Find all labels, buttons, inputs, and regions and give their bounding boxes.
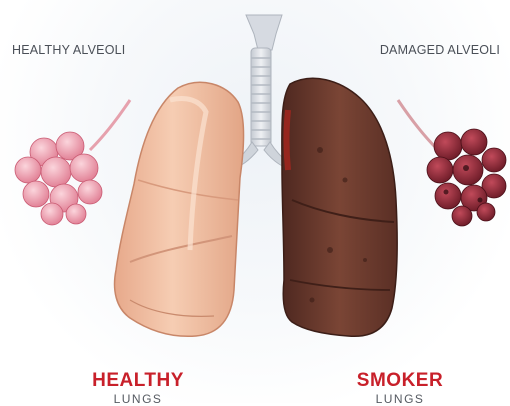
smoker-title: SMOKER [330, 370, 470, 392]
smoker-subtitle: LUNGS [330, 392, 470, 406]
healthy-title: HEALTHY [68, 370, 208, 392]
damaged-alveoli-label: DAMAGED ALVEOLI [380, 43, 500, 57]
healthy-alveoli-cluster [15, 100, 130, 225]
healthy-alveoli-label: HEALTHY ALVEOLI [12, 43, 125, 57]
damaged-alveoli-cluster [398, 100, 506, 226]
healthy-subtitle: LUNGS [68, 392, 208, 406]
healthy-lung [115, 82, 244, 336]
smoker-lung [282, 78, 397, 336]
